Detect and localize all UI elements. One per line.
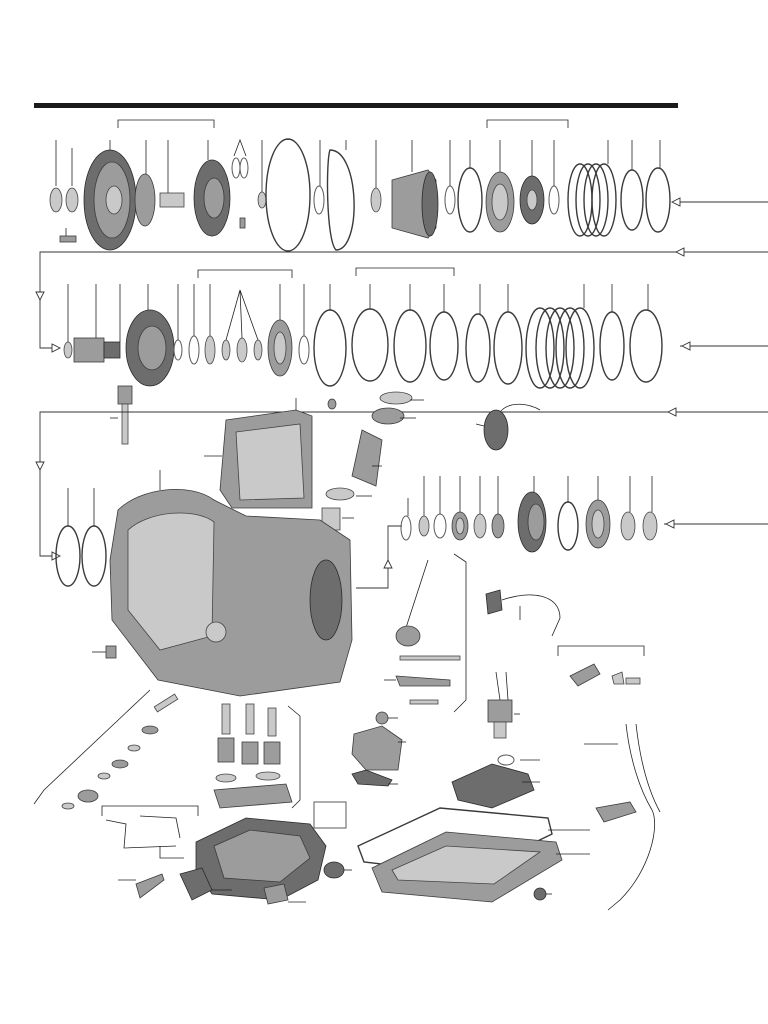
- row-1-parts: [49, 119, 768, 252]
- stator-shaft: [159, 192, 185, 208]
- check-ball-tubes: [105, 815, 184, 859]
- bushing-1: [257, 191, 267, 209]
- seal-ring-1: [49, 187, 63, 213]
- piston-r2: [351, 308, 389, 382]
- flow-return-2: [39, 411, 768, 557]
- thrust-washer-1: [370, 187, 382, 213]
- large-snap-ring-2: [629, 309, 663, 383]
- small-pin: [239, 217, 246, 229]
- small-ring-r2-3: [204, 335, 216, 365]
- pump-cover: [193, 159, 231, 237]
- clutch-plate-pack-2: [525, 307, 595, 389]
- oil-pump-body: [83, 149, 137, 251]
- pressure-plate-1: [620, 169, 644, 231]
- row-3-parts: [400, 476, 768, 553]
- clutch-plate-pack-1: [567, 163, 617, 237]
- pump-bolt: [59, 235, 77, 243]
- snap-ring-3: [548, 185, 560, 215]
- brake-band: [326, 149, 355, 251]
- clip: [135, 873, 165, 899]
- small-pin-top: [327, 398, 337, 410]
- drain-plug: [533, 887, 547, 901]
- dipstick-tube: [595, 723, 661, 911]
- large-o-ring-r2-1: [313, 309, 347, 387]
- valve-body: [195, 817, 327, 901]
- large-o-ring-r2-3: [493, 311, 523, 385]
- o-ring-b: [239, 157, 249, 179]
- snap-ring-1: [313, 185, 325, 215]
- seal-r3-4: [642, 511, 658, 541]
- seal-ring-3: [63, 341, 73, 359]
- solenoid-springs: [213, 703, 293, 809]
- transmission-case: [109, 489, 353, 697]
- large-o-ring-r3-2: [81, 525, 107, 587]
- o-ring-a: [231, 157, 241, 179]
- small-ring-r3-2: [418, 515, 430, 537]
- spring-retainer-r2: [429, 311, 459, 381]
- gear-r3: [585, 499, 611, 549]
- small-ring-r2-6: [253, 339, 263, 361]
- small-ring-r2-4: [221, 339, 231, 361]
- pressure-plate-2: [599, 311, 625, 381]
- torque-converter-housing: [125, 309, 175, 387]
- large-snap-ring-1: [645, 167, 671, 233]
- oil-pan: [371, 831, 563, 903]
- speed-sensor: [483, 403, 541, 451]
- small-ring-r3-1: [400, 515, 412, 541]
- small-ring-r2-2: [188, 335, 200, 365]
- snap-ring-r2: [298, 335, 310, 365]
- small-ring-r2-1: [173, 339, 183, 361]
- side-cover: [219, 409, 313, 509]
- shift-linkage: [395, 553, 467, 713]
- seal-r3-3: [620, 511, 636, 541]
- solenoid-harness: [487, 671, 513, 739]
- bearing-r2: [267, 319, 293, 377]
- large-ring-r3: [557, 501, 579, 551]
- governor-assembly: [117, 385, 133, 445]
- accumulator-stack: [321, 391, 413, 531]
- oil-pan-gasket: [357, 807, 553, 875]
- washer-nss: [375, 711, 389, 725]
- snap-ring-r3: [433, 513, 447, 539]
- wire-sensor: [485, 589, 561, 637]
- clutch-drum-1: [391, 169, 439, 239]
- header-rule: [34, 103, 678, 108]
- output-gear: [517, 491, 547, 553]
- snap-ring-2: [444, 185, 456, 215]
- flow-to-case: [356, 525, 402, 589]
- valve-spool-set: [61, 693, 179, 810]
- large-o-ring-1: [265, 138, 311, 252]
- seal-r3-1: [473, 513, 487, 539]
- group-bracket-2: [486, 119, 569, 128]
- input-shaft-gear: [73, 337, 121, 363]
- seal-ring-2: [65, 187, 79, 213]
- filter-o-ring: [497, 754, 515, 766]
- bearing-r3-1: [451, 511, 469, 541]
- row-2-parts: [63, 267, 768, 389]
- small-solenoid: [263, 883, 289, 905]
- pump-gear: [134, 173, 156, 227]
- small-ring-r2-5: [236, 337, 248, 363]
- group-bracket-1: [117, 119, 215, 128]
- large-o-ring-2: [457, 167, 483, 233]
- bearing-assembly: [485, 171, 515, 233]
- neutral-safety-switch: [351, 725, 403, 771]
- large-o-ring-r2-2: [465, 313, 491, 383]
- planetary-carrier: [519, 175, 545, 225]
- reference-box: [313, 801, 347, 829]
- friction-disc-r2: [393, 309, 427, 383]
- manual-lever: [351, 769, 393, 787]
- oil-filter: [451, 763, 535, 809]
- sensor-plug: [323, 861, 345, 879]
- case-plug: [105, 645, 117, 659]
- seal-r3-2: [491, 513, 505, 539]
- detent-lever: [569, 663, 641, 687]
